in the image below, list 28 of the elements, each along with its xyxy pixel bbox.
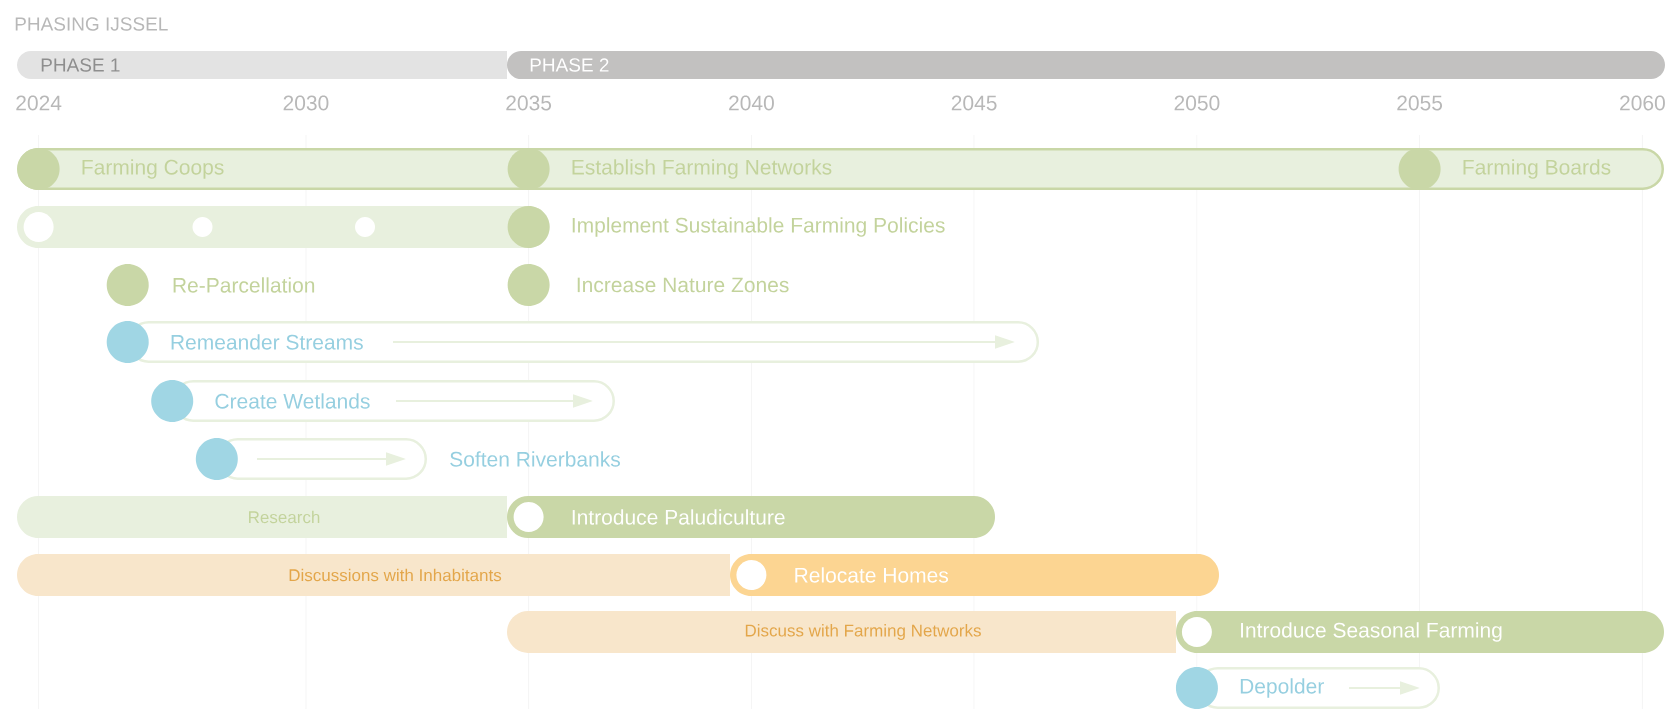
phase-bar: PHASE 2: [507, 51, 1665, 79]
task-bar: Farming Coops Establish Farming Networks Farming Boards: [17, 148, 1664, 190]
task-label: Soften Riverbanks: [450, 451, 620, 467]
node-label: Establish Farming Networks: [572, 159, 832, 179]
task-label: Implement Sustainable Farming Policies: [572, 217, 945, 237]
task-bar: Discuss with Farming Networks: [507, 611, 1176, 653]
node-label: Farming Coops: [82, 159, 224, 179]
task-bar: Research: [17, 496, 507, 538]
year-label: 2040: [729, 95, 774, 111]
node-label: Farming Boards: [1463, 159, 1611, 179]
year-label: 2030: [283, 95, 329, 111]
task-bar: Relocate Homes: [730, 554, 1219, 596]
task-bar: Discussions with Inhabitants: [17, 554, 730, 596]
task-label: Increase Nature Zones: [577, 277, 789, 293]
diagram-title: PHASING IJSSEL: [15, 17, 168, 31]
year-label: 2055: [1397, 95, 1443, 111]
year-label: 2060: [1620, 95, 1665, 111]
task-label: Re-Parcellation: [173, 277, 315, 293]
year-label: 2035: [506, 95, 552, 111]
task-bar: Depolder: [1196, 667, 1440, 709]
task-bar: Introduce Paludiculture: [507, 496, 995, 538]
task-bar: Introduce Seasonal Farming: [1176, 611, 1664, 653]
phase-bar: PHASE 1: [17, 51, 507, 79]
task-bar: Remeander Streams: [127, 321, 1040, 363]
year-label: 2024: [16, 95, 62, 111]
year-label: 2045: [951, 95, 997, 111]
task-bar: Create Wetlands: [172, 380, 615, 422]
year-label: 2050: [1174, 95, 1220, 111]
